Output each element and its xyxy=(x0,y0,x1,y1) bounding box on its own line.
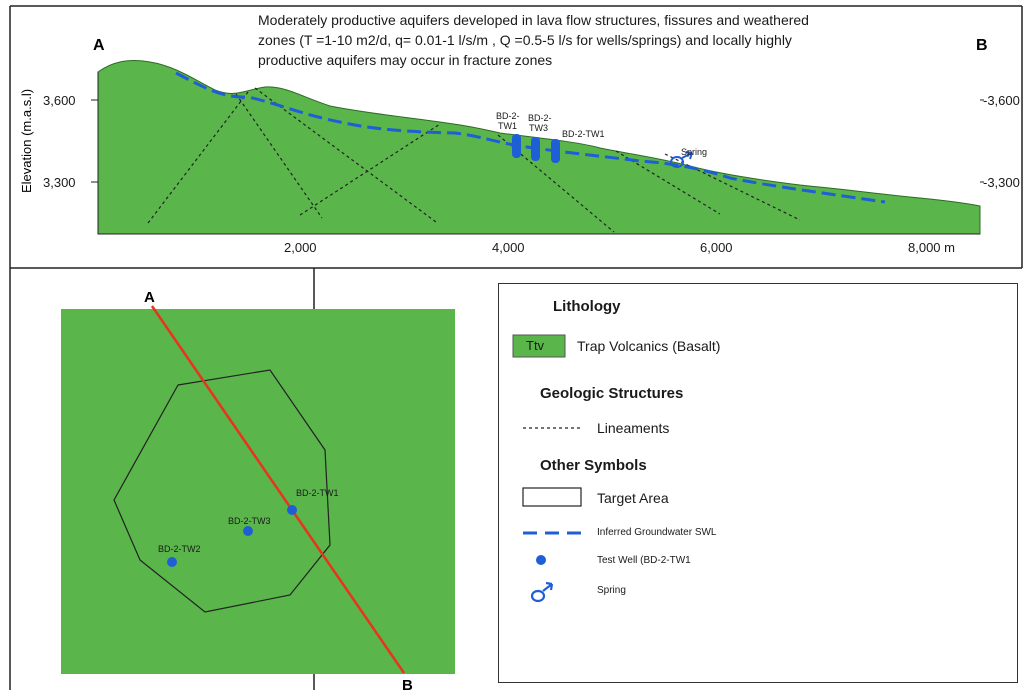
legend-lithology-heading: Lithology xyxy=(553,298,621,315)
map-line-end-label: B xyxy=(402,677,413,690)
ttv-label: Trap Volcanics (Basalt) xyxy=(577,338,721,354)
test-well-symbol xyxy=(536,555,546,565)
y-axis-label: Elevation (m.a.s.l) xyxy=(19,89,34,193)
map-well-marker xyxy=(287,505,297,515)
spring-symbol xyxy=(530,581,554,603)
ttv-code: Ttv xyxy=(526,338,545,353)
target-area-symbol xyxy=(522,487,582,507)
description-line-1: Moderately productive aquifers developed… xyxy=(258,12,809,28)
section-line-a-b xyxy=(150,305,406,674)
section-spring-symbol xyxy=(670,151,693,168)
section-wells xyxy=(512,134,560,163)
x-tick-label: 2,000 xyxy=(284,240,317,255)
map-well-label: BD-2-TW1 xyxy=(296,488,339,498)
spring-legend-label: Spring xyxy=(597,585,626,596)
description-line-2: zones (T =1-10 m2/d, q= 0.01-1 l/s/m , Q… xyxy=(258,32,792,48)
lineaments-label: Lineaments xyxy=(597,420,670,436)
swl-label: Inferred Groundwater SWL xyxy=(597,527,717,538)
x-tick-label: 8,000 m xyxy=(908,240,955,255)
map-line-start-label: A xyxy=(144,289,155,306)
y-tick-left: 3,300 xyxy=(43,175,76,190)
spring-label: Spring xyxy=(681,147,707,157)
description-line-3: productive aquifers may occur in fractur… xyxy=(258,52,552,68)
map-well-marker xyxy=(243,526,253,536)
well-label-line2: TW3 xyxy=(529,123,548,133)
target-area-polygon xyxy=(113,369,331,613)
map-well-label: BD-2-TW3 xyxy=(228,516,271,526)
y-tick-right: -3,600 xyxy=(983,93,1020,108)
map-well-label: BD-2-TW2 xyxy=(158,544,201,554)
cross-section: BD-2- TW1 BD-2- TW3 BD-2-TW1 Spring Mode… xyxy=(19,12,1020,255)
well-label-line2: TW1 xyxy=(498,121,517,131)
well-marker xyxy=(551,139,560,163)
x-tick-label: 6,000 xyxy=(700,240,733,255)
section-end-label-left: A xyxy=(93,37,105,54)
legend-symbols xyxy=(512,334,582,603)
well-label-line1: BD-2-TW1 xyxy=(562,129,605,139)
ttv-swatch xyxy=(512,334,566,358)
test-well-label: Test Well (BD-2-TW1 xyxy=(597,555,691,566)
target-area-label: Target Area xyxy=(597,490,669,506)
x-tick-label: 4,000 xyxy=(492,240,525,255)
legend-panel xyxy=(498,283,1018,683)
well-label-line1: BD-2- xyxy=(496,111,520,121)
legend-other-heading: Other Symbols xyxy=(540,457,647,474)
well-label-line1: BD-2- xyxy=(528,113,552,123)
well-marker xyxy=(531,137,540,161)
y-tick-left: 3,600 xyxy=(43,93,76,108)
y-tick-right: -3,300 xyxy=(983,175,1020,190)
map-well-marker xyxy=(167,557,177,567)
map-basalt-area xyxy=(61,309,455,674)
legend-structures-heading: Geologic Structures xyxy=(540,385,684,402)
well-marker xyxy=(512,134,521,158)
groundwater-swl-line xyxy=(175,71,886,204)
section-end-label-right: B xyxy=(976,37,988,54)
location-map: BD-2-TW1 BD-2-TW3 BD-2-TW2 A B xyxy=(61,289,455,690)
